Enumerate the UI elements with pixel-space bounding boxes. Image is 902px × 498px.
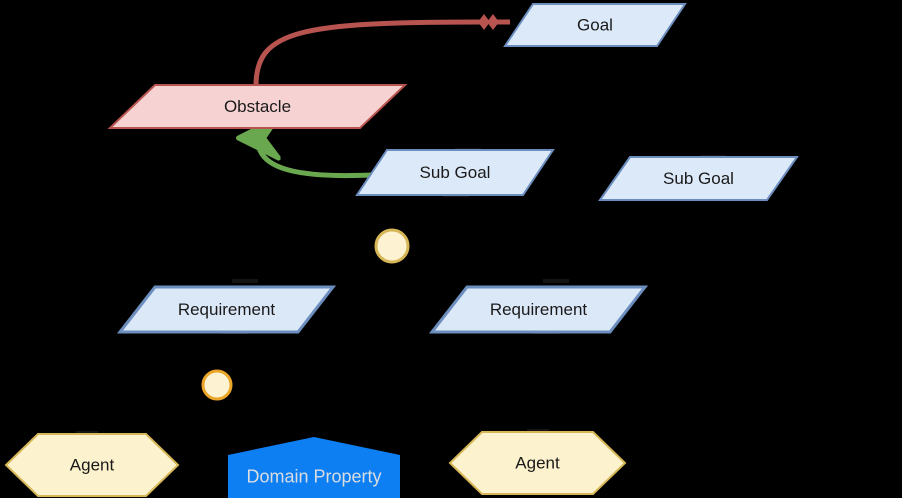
cross-diamond-left — [478, 14, 490, 30]
agent-shape — [448, 431, 627, 495]
refinement-circle-1[interactable] — [374, 228, 410, 264]
refinement-circle-shape — [374, 228, 410, 264]
cross-marker-tail — [496, 19, 510, 25]
node-agent-2[interactable]: Agent — [448, 431, 627, 495]
refinement-circle-shape — [201, 369, 233, 401]
goal-shape — [355, 149, 555, 196]
resolution-edge[interactable] — [258, 140, 375, 179]
refinement-node-layer — [201, 228, 410, 401]
node-domain-property-1[interactable]: Domain Property — [228, 437, 400, 498]
domain-property-shape — [228, 437, 400, 498]
node-requirement-1[interactable]: Requirement — [116, 285, 337, 334]
node-requirement-2[interactable]: Requirement — [428, 285, 649, 334]
stub-req1-top — [232, 279, 258, 283]
stub-req2-top — [543, 279, 569, 283]
goal-shape — [598, 156, 799, 201]
goal-shape — [503, 3, 687, 47]
resolution-edge-path — [258, 140, 375, 179]
requirement-shape — [116, 285, 337, 334]
obstacle-shape — [107, 84, 408, 129]
obstruction-edge[interactable] — [253, 14, 510, 89]
node-goal-1[interactable]: Goal — [503, 3, 687, 47]
node-obstacle-1[interactable]: Obstacle — [107, 84, 408, 129]
node-subgoal-1[interactable]: Sub Goal — [355, 149, 555, 196]
agent-shape — [4, 433, 180, 497]
node-subgoal-2[interactable]: Sub Goal — [598, 156, 799, 201]
edge-layer — [253, 14, 510, 179]
refinement-circle-2[interactable] — [201, 369, 233, 401]
cross-diamond-right — [487, 14, 499, 30]
obstruction-edge-path — [253, 19, 487, 89]
obstruction-cross-marker — [478, 14, 510, 30]
requirement-shape — [428, 285, 649, 334]
node-agent-1[interactable]: Agent — [4, 433, 180, 497]
